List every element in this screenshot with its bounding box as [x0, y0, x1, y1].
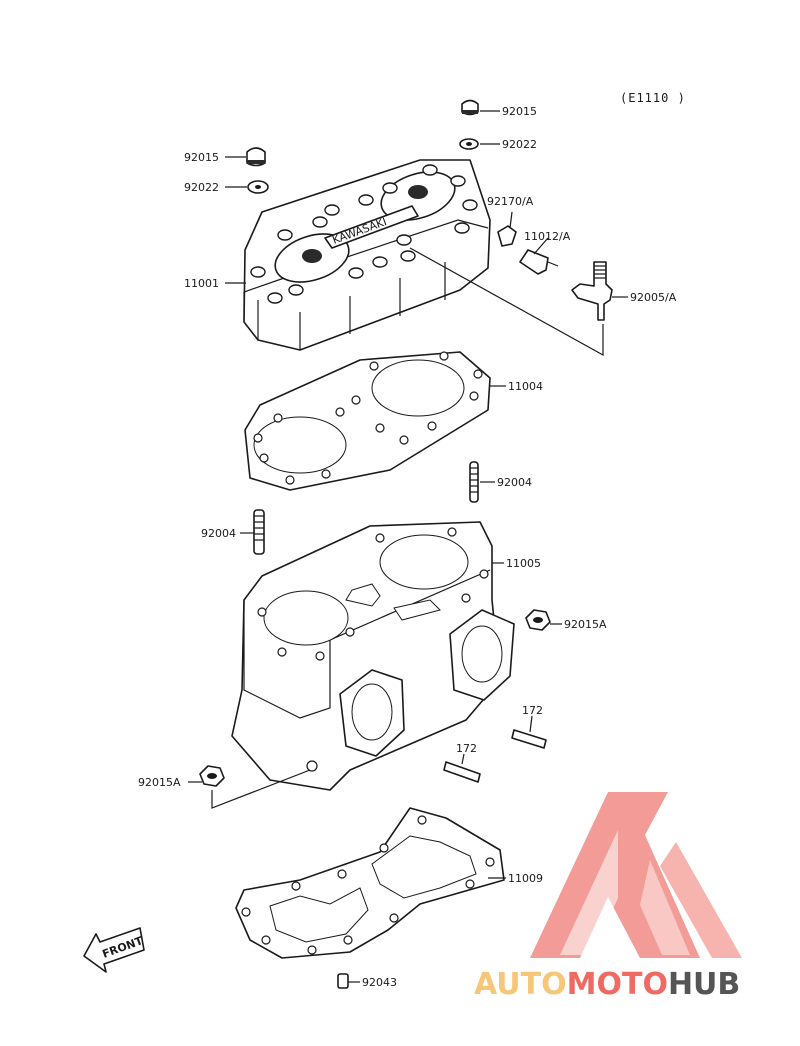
washer-top-right: [459, 138, 500, 150]
label-nut-right: 92015A: [564, 618, 607, 631]
label-stud-right: 92004: [497, 476, 532, 489]
label-nut-bottom-left: 92015A: [138, 776, 181, 789]
cylinder-block: [231, 521, 515, 791]
reference-code: (E1110 ): [620, 91, 686, 105]
nut-top-left: [225, 147, 266, 167]
stud-right: [469, 461, 495, 503]
watermark-hub: HUB: [668, 967, 740, 1002]
washer-top-left: [225, 180, 269, 194]
label-nut-top: 92015: [502, 105, 537, 118]
stud-172-right: [511, 715, 547, 749]
label-head-gasket: 11004: [508, 380, 543, 393]
label-cylinder-head: 11001: [184, 277, 219, 290]
cylinder-head: KAWASAKI: [225, 159, 491, 351]
front-arrow: FRONT: [83, 927, 145, 973]
watermark-text: AUTOMOTOHUB: [474, 967, 740, 1002]
nut-right-92015a: [525, 609, 562, 631]
watermark-auto: AUTO: [474, 967, 567, 1002]
label-nipple-a: 92005/A: [630, 291, 677, 304]
nut-top-right: [461, 99, 500, 116]
label-base-gasket: 11009: [508, 872, 543, 885]
nipple-92005a: [571, 261, 628, 321]
stud-172-left: [443, 753, 481, 783]
sensor-11012a: [519, 237, 559, 275]
label-fitting-a: 92170/A: [487, 195, 534, 208]
watermark-moto: MOTO: [567, 967, 668, 1002]
base-gasket: [235, 807, 506, 959]
label-stud-left: 92004: [201, 527, 236, 540]
nut-bottom-left-92015a: [188, 765, 311, 809]
stud-left: [240, 509, 265, 555]
watermark-logo: [530, 792, 742, 958]
label-stud-172-left: 172: [456, 742, 477, 755]
fitting-92170a: [497, 211, 517, 247]
label-washer-left: 92022: [184, 181, 219, 194]
pin-92043: [337, 973, 360, 989]
label-stud-172-right: 172: [522, 704, 543, 717]
label-washer-top: 92022: [502, 138, 537, 151]
label-pin: 92043: [362, 976, 397, 989]
head-gasket: [244, 351, 506, 491]
label-nut-left: 92015: [184, 151, 219, 164]
label-cylinder: 11005: [506, 557, 541, 570]
label-sensor-a: 11012/A: [524, 230, 571, 243]
